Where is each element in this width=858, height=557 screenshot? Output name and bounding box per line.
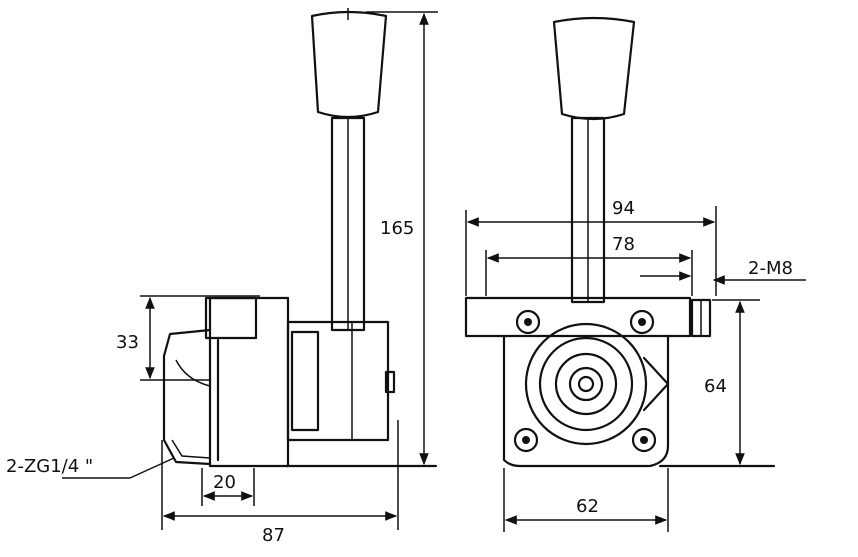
- side-view: 165 33 2-ZG1/4 " 20 87: [6, 8, 438, 546]
- bolt-bottom-left: [513, 427, 539, 453]
- dim-165-label: 165: [380, 218, 414, 239]
- bolt-top-left: [515, 309, 541, 335]
- dim-87-label: 87: [262, 525, 285, 546]
- bolt-bottom-right: [631, 427, 657, 453]
- dim-78-label: 78: [612, 234, 635, 255]
- side-handle-knob: [310, 10, 388, 119]
- dim-33-label: 33: [116, 332, 139, 353]
- front-handle-knob: [552, 16, 636, 121]
- front-valve-body: [502, 334, 670, 468]
- front-mount-flange: [464, 296, 692, 338]
- front-view: 94 78 2-M8 64 62: [464, 16, 806, 532]
- side-valve-body: [208, 296, 290, 468]
- dim-20-label: 20: [213, 472, 236, 493]
- central-rotor: [524, 322, 670, 446]
- mount-thread-label: 2-M8: [748, 258, 793, 279]
- port-thread-label: 2-ZG1/4 ": [6, 456, 93, 477]
- side-port-cap: [162, 328, 212, 466]
- dim-64-label: 64: [704, 376, 727, 397]
- bolt-top-right: [629, 309, 655, 335]
- dim-94-label: 94: [612, 198, 635, 219]
- side-pivot-housing: [286, 320, 390, 442]
- dim-62-label: 62: [576, 496, 599, 517]
